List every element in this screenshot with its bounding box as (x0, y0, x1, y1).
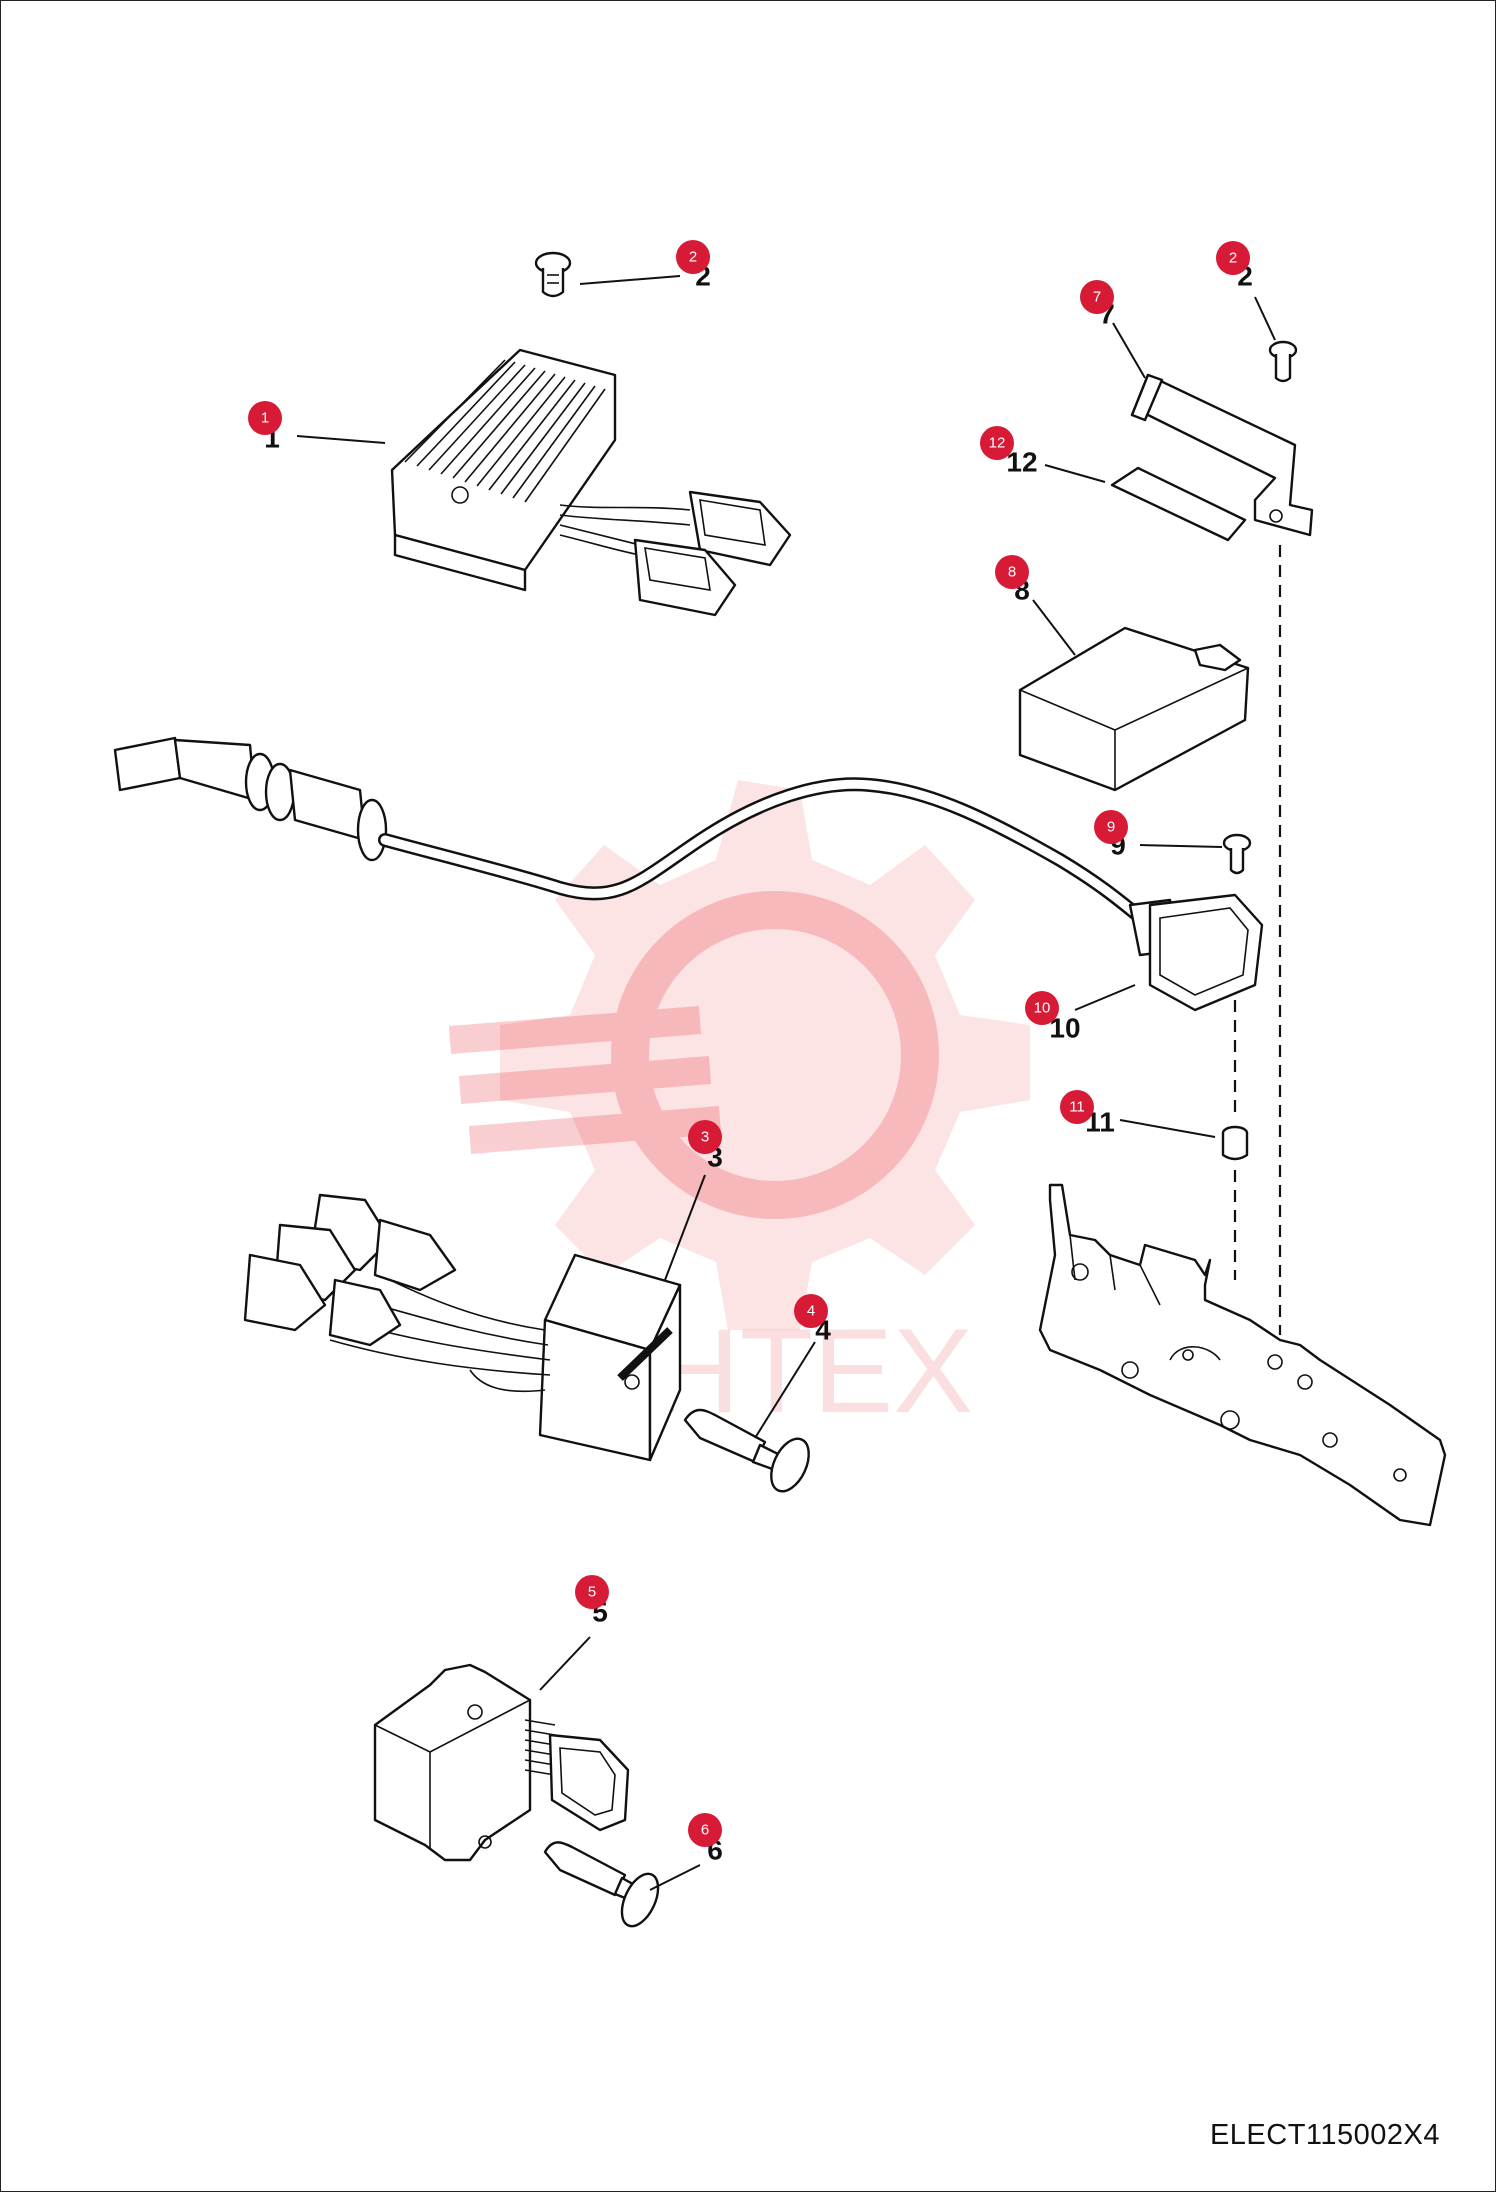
push-rivet-icon (683, 1408, 810, 1493)
leader-3 (664, 1174, 706, 1281)
leader-6 (649, 1864, 701, 1891)
svg-text:10: 10 (1034, 1000, 1051, 1017)
spacer-icon (1221, 1125, 1249, 1161)
callout-1[interactable]: 1 (248, 401, 282, 435)
push-rivet-icon (543, 1841, 660, 1928)
voltage-regulator-icon (390, 348, 792, 617)
callout-10[interactable]: 10 (1025, 991, 1059, 1025)
leader-12 (1044, 464, 1106, 483)
svg-text:1: 1 (261, 410, 269, 427)
leader-4 (754, 1341, 816, 1439)
drawing-code: ELECT115002X4 (1209, 2119, 1440, 2151)
wiring-module-icon (243, 1193, 682, 1462)
svg-text:3: 3 (701, 1129, 709, 1146)
callout-3[interactable]: 3 (688, 1120, 722, 1154)
leader-2b (1254, 296, 1276, 341)
leader-10 (1074, 984, 1136, 1011)
screw-icon (1268, 340, 1298, 383)
watermark-wrench-icon (448, 891, 939, 1219)
callout-11[interactable]: 11 (1060, 1090, 1094, 1124)
svg-text:4: 4 (807, 1303, 815, 1320)
control-module-icon (373, 1663, 630, 1862)
svg-text:6: 6 (701, 1822, 709, 1839)
svg-text:11: 11 (1069, 1099, 1085, 1116)
screw-icon (534, 251, 572, 298)
svg-text:5: 5 (588, 1584, 596, 1601)
watermark-gear-icon (500, 780, 1030, 1330)
leader-7 (1112, 322, 1146, 379)
callout-12[interactable]: 12 (980, 426, 1014, 460)
leader-8 (1032, 599, 1076, 656)
callout-4[interactable]: 4 (794, 1294, 828, 1328)
leader-11 (1119, 1119, 1216, 1138)
leader-9 (1139, 844, 1223, 848)
svg-text:2: 2 (1229, 250, 1237, 267)
svg-text:7: 7 (1093, 289, 1101, 306)
callout-2b[interactable]: 2 (1216, 241, 1250, 275)
callout-5[interactable]: 5 (575, 1575, 609, 1609)
mounting-plate-icon (1038, 1183, 1447, 1527)
callout-8[interactable]: 8 (995, 555, 1029, 589)
oxygen-sensor-icon (113, 736, 1264, 1012)
callout-7[interactable]: 7 (1080, 280, 1114, 314)
bracket-icon (1130, 373, 1314, 537)
svg-text:8: 8 (1008, 564, 1016, 581)
callout-9[interactable]: 9 (1094, 810, 1128, 844)
callout-2a[interactable]: 2 (676, 240, 710, 274)
pad-icon (1110, 466, 1247, 542)
ecu-box-icon (1018, 626, 1250, 792)
svg-text:9: 9 (1107, 819, 1115, 836)
leader-5 (539, 1636, 591, 1691)
screw-icon (1222, 833, 1252, 875)
callout-6[interactable]: 6 (688, 1813, 722, 1847)
leader-1 (296, 435, 386, 444)
leader-2a (579, 275, 681, 285)
svg-text:12: 12 (989, 435, 1006, 452)
svg-text:2: 2 (689, 249, 697, 266)
